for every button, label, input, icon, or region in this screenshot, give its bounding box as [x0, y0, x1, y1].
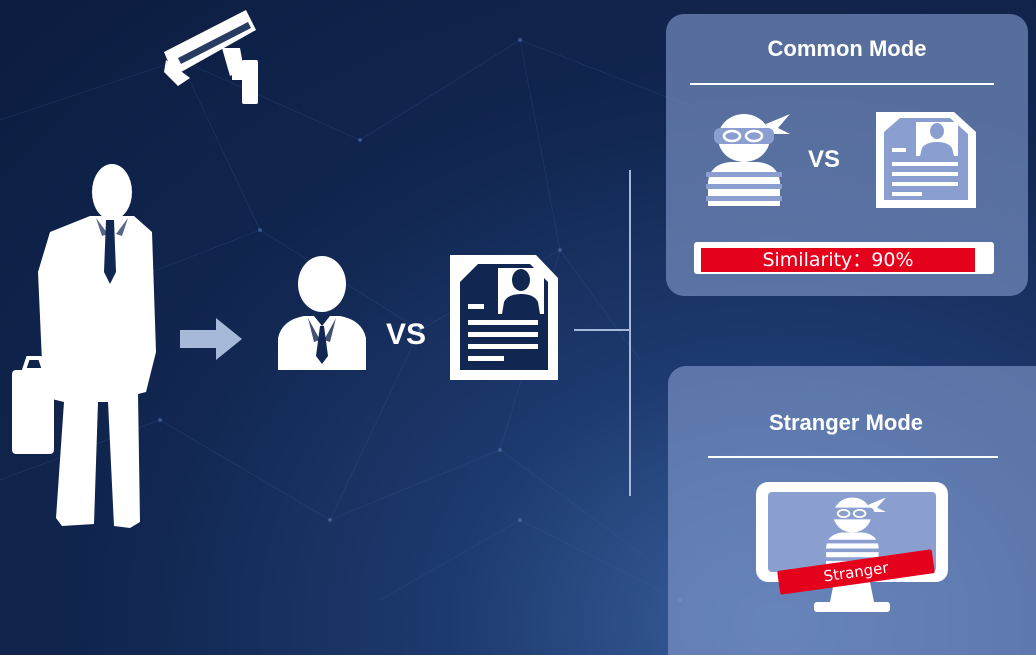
id-document-icon: [876, 112, 976, 208]
masked-thief-icon: [824, 497, 886, 565]
common-mode-title: Common Mode: [767, 36, 927, 61]
vs-label: VS: [386, 318, 427, 351]
connector-lines: [574, 170, 631, 496]
panel-divider: [690, 83, 994, 85]
masked-thief-icon: [706, 114, 790, 206]
security-camera-icon: [164, 10, 258, 104]
stranger-mode-title: Stranger Mode: [768, 410, 924, 435]
similarity-label: Similarity：90%: [701, 248, 975, 272]
person-avatar-icon: [278, 256, 366, 370]
common-vs-label: VS: [808, 146, 841, 173]
arrow-right-icon: [180, 318, 242, 360]
stranger-mode-panel: Stranger Mode Stranger: [668, 366, 1036, 655]
id-document-icon: [450, 255, 558, 380]
panel-divider: [708, 456, 998, 458]
common-mode-panel: Common Mode VS Similarity：90%: [666, 14, 1028, 296]
businessman-silhouette-icon: [12, 164, 156, 528]
